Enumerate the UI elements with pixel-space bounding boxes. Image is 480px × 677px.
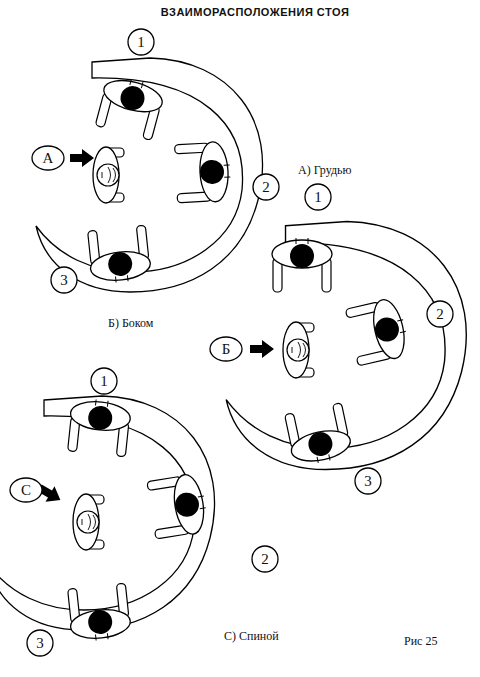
node-outline — [128, 29, 154, 55]
node-outline — [51, 267, 77, 293]
position-number: 2 — [251, 545, 279, 573]
direction-arrow — [250, 340, 274, 358]
node-outline — [210, 337, 242, 361]
node-outline — [91, 368, 117, 394]
person-figure — [345, 296, 411, 367]
spiral-track — [36, 58, 263, 292]
spiral-track — [226, 221, 466, 469]
person-figure — [67, 583, 132, 643]
node-outline — [32, 146, 64, 170]
position-number: 2 — [252, 173, 280, 201]
position-number: 2 — [426, 300, 454, 328]
figures-c — [35, 397, 209, 643]
node-text: А — [43, 151, 54, 166]
person-figure — [147, 472, 210, 540]
node-text: 1 — [100, 374, 108, 389]
node-text: 3 — [36, 636, 44, 651]
partner-figure — [73, 494, 104, 550]
panel-caption: С) Спиной — [224, 629, 279, 644]
direction-letter: Б — [209, 336, 243, 362]
panel-caption: Б) Боком — [108, 316, 153, 331]
position-number: 1 — [127, 28, 155, 56]
node-outline — [10, 478, 42, 502]
node-text: 1 — [137, 35, 145, 50]
direction-arrow — [70, 149, 94, 167]
node-outline — [305, 184, 331, 210]
partner-figure — [93, 147, 124, 203]
node-outline — [355, 468, 381, 494]
person-figure — [94, 73, 166, 141]
position-number: 1 — [90, 367, 118, 395]
person-figure — [272, 238, 332, 292]
person-figure — [87, 225, 152, 285]
figure-title: ВЗАИМОРАСПОЛОЖЕНИЯ СТОЯ — [161, 6, 350, 18]
node-text: Б — [222, 342, 231, 357]
node-text: 3 — [60, 273, 68, 288]
figure-caption: Рис 25 — [404, 634, 437, 649]
direction-letter: А — [31, 145, 65, 171]
node-outline — [427, 301, 453, 327]
panel-caption: А) Грудью — [298, 163, 351, 178]
direction-letter: С — [9, 477, 43, 503]
position-number: 3 — [26, 629, 54, 657]
node-text: 2 — [261, 552, 269, 567]
person-figure — [174, 141, 231, 204]
position-number: 3 — [354, 467, 382, 495]
node-outline — [252, 546, 278, 572]
position-number: 3 — [50, 266, 78, 294]
figures-a — [70, 73, 232, 285]
spiral-track — [0, 58, 466, 630]
node-text: 3 — [364, 474, 372, 489]
node-text: 1 — [314, 190, 322, 205]
spiral-track — [0, 396, 215, 630]
node-outline — [253, 174, 279, 200]
node-text: 2 — [262, 180, 270, 195]
partner-figure — [283, 322, 314, 378]
person-figure — [67, 397, 132, 457]
node-text: 2 — [436, 307, 444, 322]
person-figure — [284, 403, 354, 468]
position-number: 1 — [304, 183, 332, 211]
figures-b — [250, 238, 411, 468]
node-text: С — [21, 483, 31, 498]
node-outline — [27, 630, 53, 656]
